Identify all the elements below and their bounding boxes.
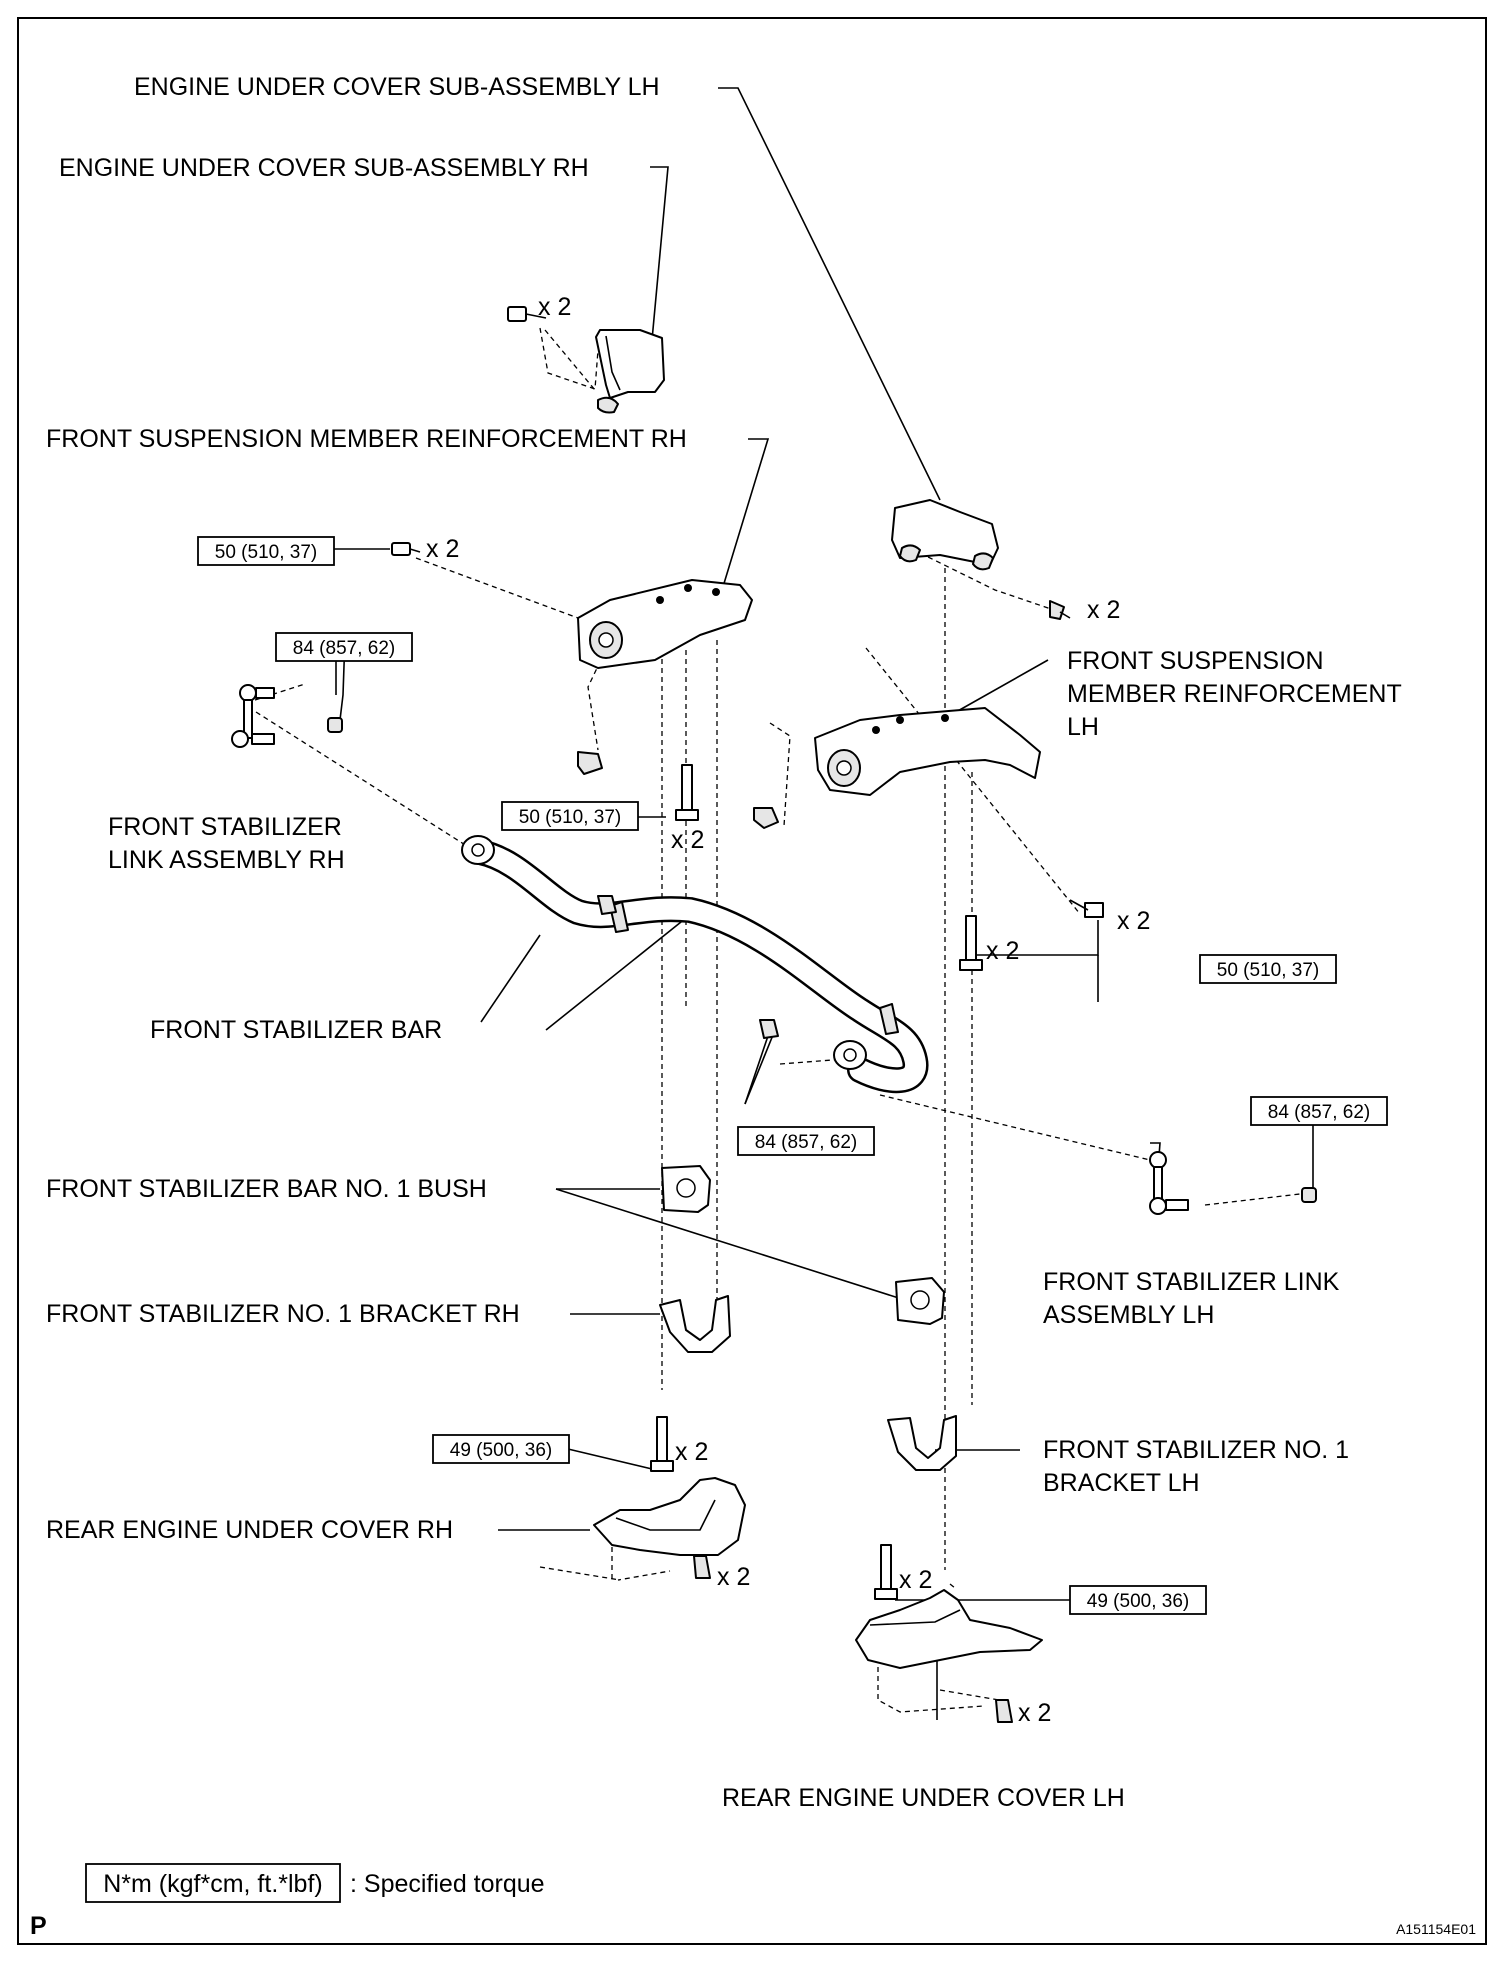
torque-boxes: 50 (510, 37) 84 (857, 62) 50 (510, 37) 5…: [197, 536, 1388, 1615]
torque-bracket-rh-bolt: 49 (500, 36): [450, 1440, 552, 1461]
label-engine-under-cover-lh: ENGINE UNDER COVER SUB-ASSEMBLY LH: [134, 73, 660, 101]
torque-link-lh-nut: 84 (857, 62): [1268, 1102, 1370, 1123]
label-suspension-reinforcement-lh-line3: LH: [1067, 713, 1099, 741]
stabilizer-link-rh-part: [231, 684, 343, 748]
qty-reinf-rh-vertical: x 2: [671, 826, 704, 854]
label-stabilizer-bracket-lh-line1: FRONT STABILIZER NO. 1: [1043, 1436, 1349, 1464]
torque-reinf-lh-bolts: 50 (510, 37): [1217, 960, 1319, 981]
suspension-reinforcement-rh-part: [391, 542, 753, 775]
label-stabilizer-link-lh-line1: FRONT STABILIZER LINK: [1043, 1268, 1340, 1296]
diagram-frame: [17, 17, 1487, 1945]
qty-bracket-rh-bolt: x 2: [675, 1438, 708, 1466]
legend-text: : Specified torque: [350, 1870, 545, 1898]
rear-engine-under-cover-lh-part: [855, 1589, 1043, 1723]
qty-reinf-lh-vertical: x 2: [986, 937, 1019, 965]
figure-id: A151154E01: [1396, 1921, 1476, 1937]
label-suspension-reinforcement-rh: FRONT SUSPENSION MEMBER REINFORCEMENT RH: [46, 425, 687, 453]
qty-bracket-lh-bolt: x 2: [899, 1566, 932, 1594]
engine-under-cover-lh-part: [891, 499, 1071, 620]
stabilizer-link-lh-part: [1149, 1151, 1317, 1215]
label-suspension-reinforcement-lh-line2: MEMBER REINFORCEMENT: [1067, 680, 1402, 708]
label-engine-under-cover-rh: ENGINE UNDER COVER SUB-ASSEMBLY RH: [59, 154, 589, 182]
label-stabilizer-link-lh-line2: ASSEMBLY LH: [1043, 1301, 1214, 1329]
stabilizer-bush-parts: [661, 1165, 945, 1325]
label-rear-under-cover-lh: REAR ENGINE UNDER COVER LH: [722, 1784, 1125, 1812]
torque-legend: N*m (kgf*cm, ft.*lbf) : Specified torque: [85, 1863, 545, 1903]
qty-engine-cover-rh: x 2: [538, 293, 571, 321]
qty-reinf-rh-bolt: x 2: [426, 535, 459, 563]
suspension-reinforcement-lh-part: [753, 707, 1041, 829]
label-rear-under-cover-rh: REAR ENGINE UNDER COVER RH: [46, 1516, 453, 1544]
legend-unit-box: N*m (kgf*cm, ft.*lbf): [103, 1870, 322, 1898]
stabilizer-bracket-parts: [659, 1295, 957, 1471]
label-stabilizer-link-rh-line2: LINK ASSEMBLY RH: [108, 846, 345, 874]
label-stabilizer-bar: FRONT STABILIZER BAR: [150, 1016, 442, 1044]
torque-reinf-rh-vertical: 50 (510, 37): [519, 807, 621, 828]
stabilizer-bar-part: [461, 835, 929, 1094]
label-suspension-reinforcement-lh-line1: FRONT SUSPENSION: [1067, 647, 1324, 675]
label-stabilizer-link-rh-line1: FRONT STABILIZER: [108, 813, 342, 841]
torque-link-rh-nut: 84 (857, 62): [293, 638, 395, 659]
label-stabilizer-bush: FRONT STABILIZER BAR NO. 1 BUSH: [46, 1175, 487, 1203]
torque-reinf-rh-bolt: 50 (510, 37): [215, 542, 317, 563]
vertical-bolts: [650, 764, 1104, 1600]
label-stabilizer-bracket-rh: FRONT STABILIZER NO. 1 BRACKET RH: [46, 1300, 520, 1328]
page-letter: P: [30, 1912, 47, 1940]
qty-reinf-lh-horizontal: x 2: [1117, 907, 1150, 935]
torque-bar-nuts: 84 (857, 62): [755, 1132, 857, 1153]
quantity-labels: x 2 x 2 x 2 x 2 x 2 x 2 x 2 x 2 x 2 x 2: [426, 293, 1150, 1727]
engine-under-cover-rh-part: [507, 306, 665, 414]
qty-rear-cover-lh-clip: x 2: [1018, 1699, 1051, 1727]
rear-engine-under-cover-rh-part: [593, 1477, 746, 1579]
torque-bracket-lh-bolt: 49 (500, 36): [1087, 1591, 1189, 1612]
qty-engine-cover-lh: x 2: [1087, 596, 1120, 624]
label-stabilizer-bracket-lh-line2: BRACKET LH: [1043, 1469, 1200, 1497]
qty-rear-cover-rh-clip: x 2: [717, 1563, 750, 1591]
